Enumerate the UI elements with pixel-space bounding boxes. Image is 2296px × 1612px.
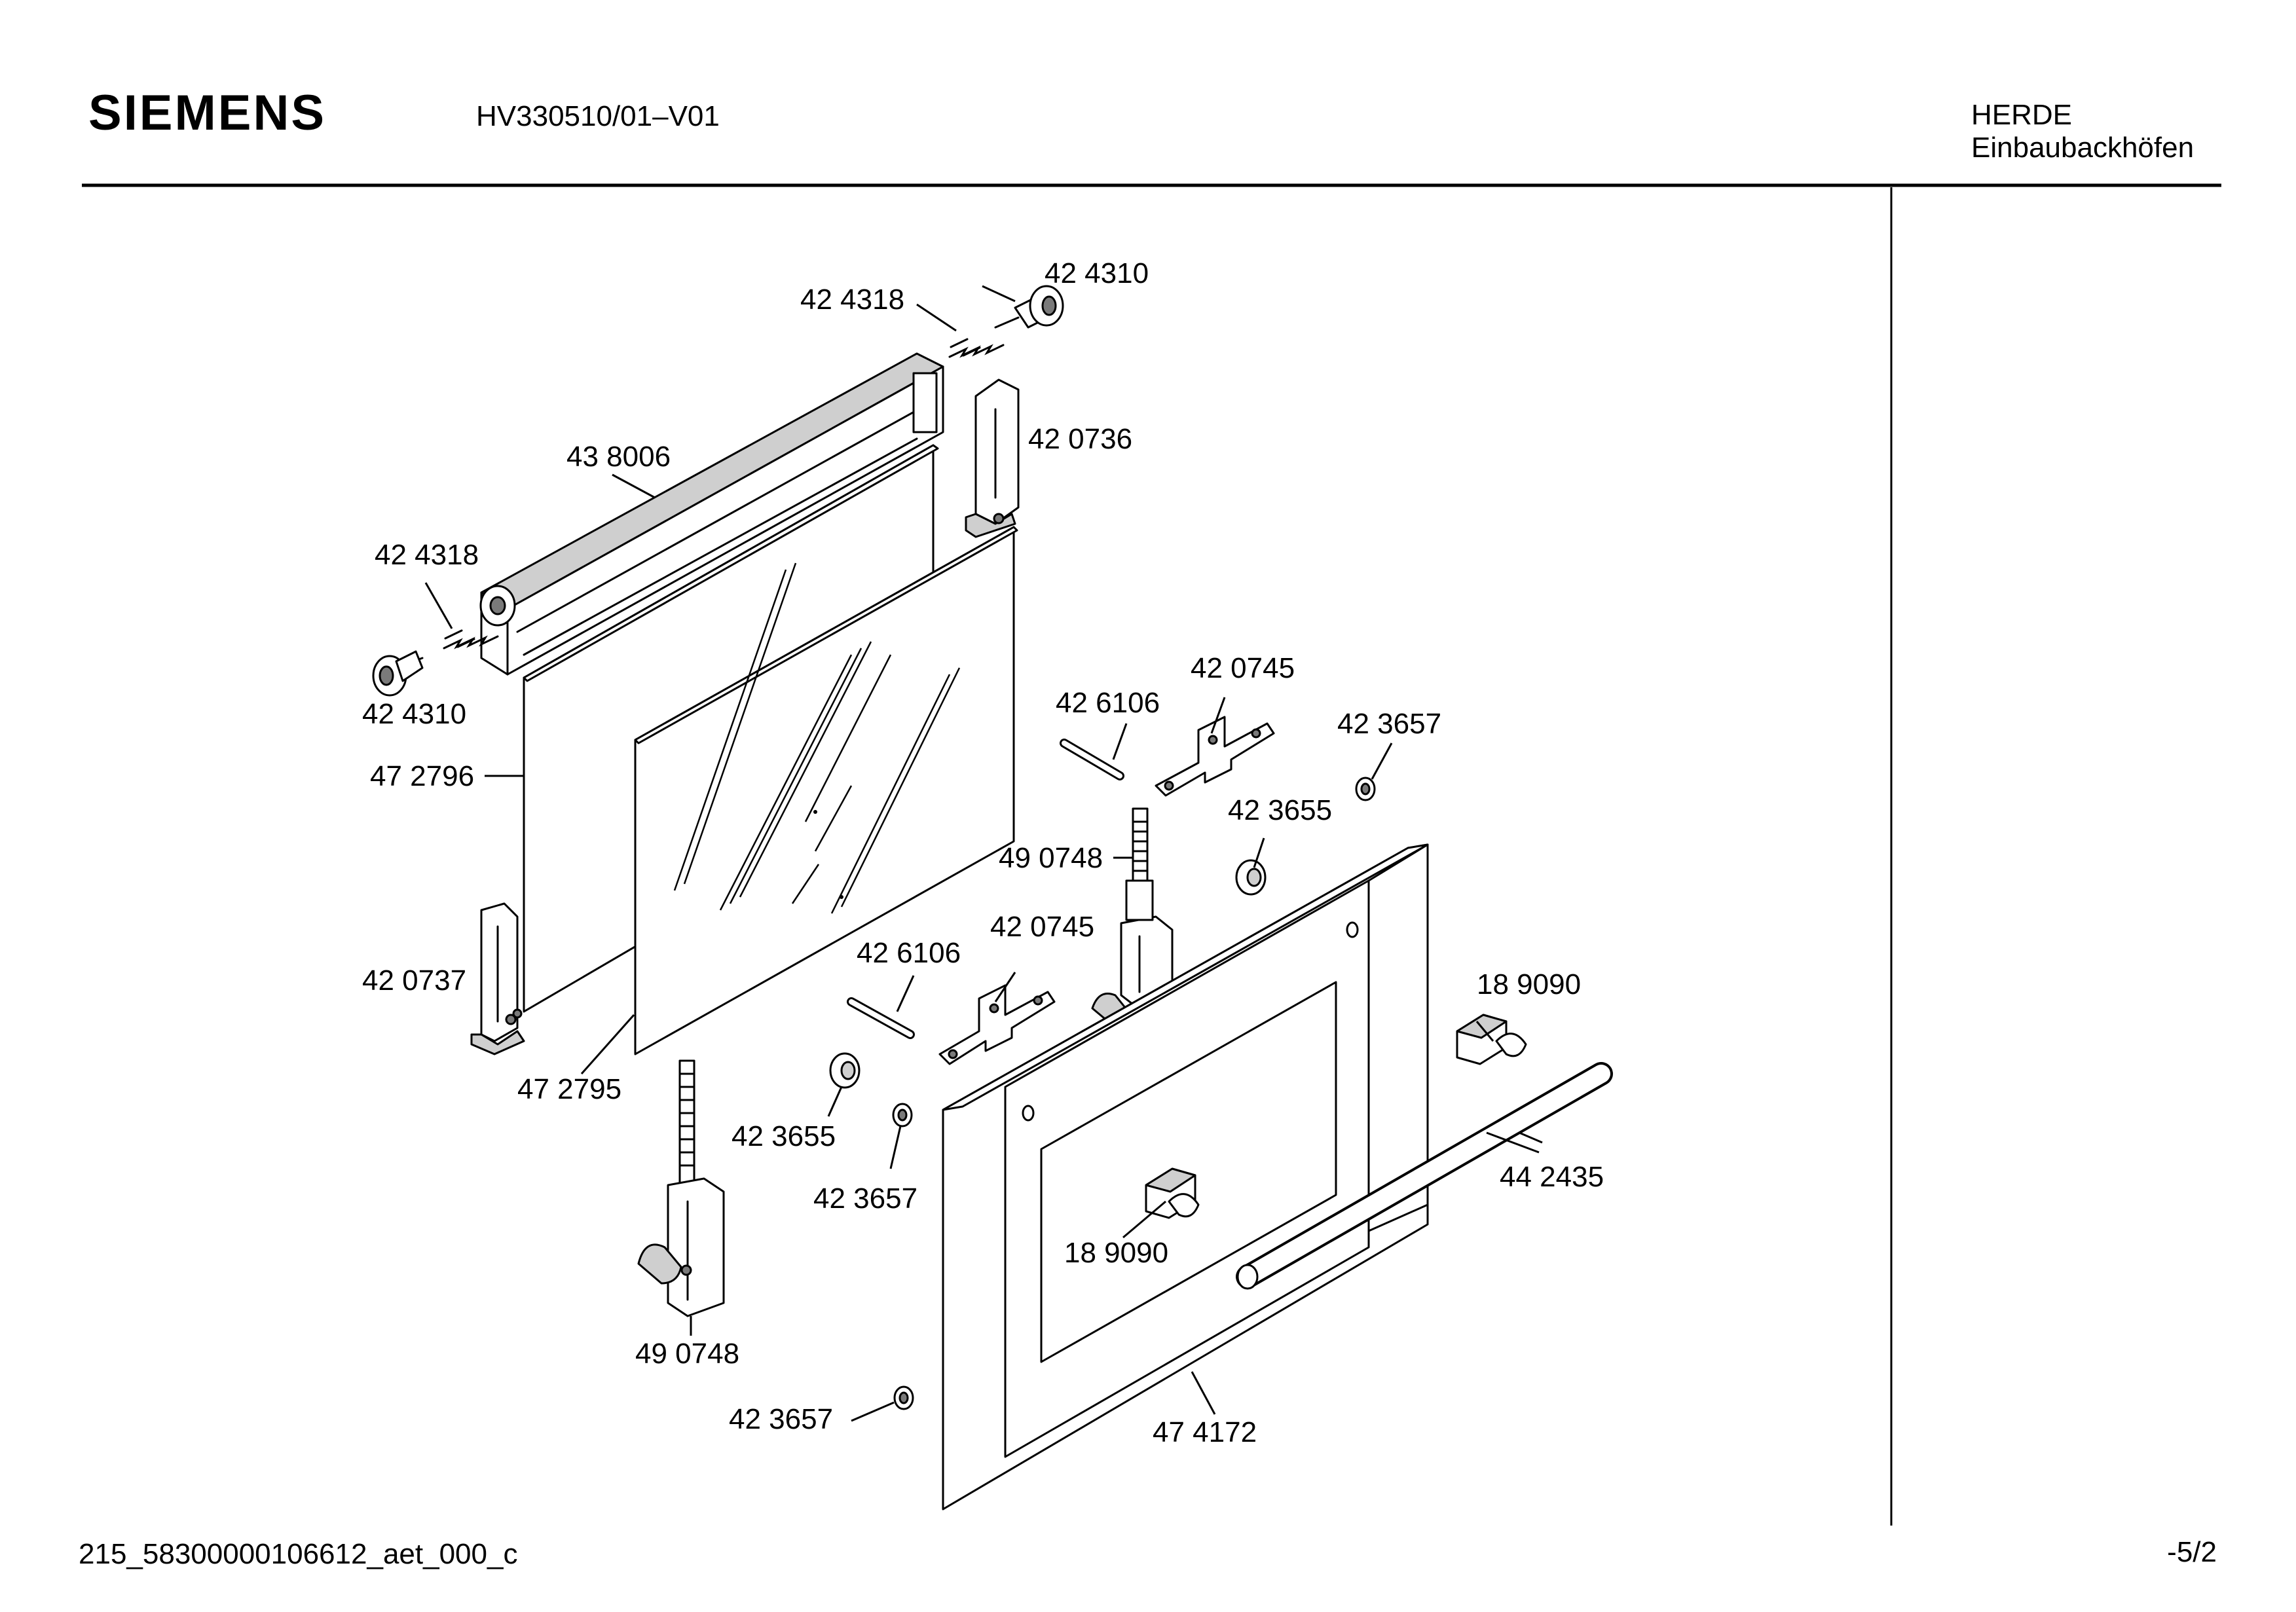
pin-icon: [847, 997, 915, 1039]
callout-label: 42 3655: [1228, 794, 1332, 826]
callout-label: 44 2435: [1500, 1161, 1604, 1193]
callout-label: 18 9090: [1477, 968, 1581, 1000]
washer-icon: [1355, 777, 1376, 801]
bushing-icon: [829, 1052, 861, 1089]
side-bracket-icon: [965, 378, 1020, 538]
handle-mount-icon: [1145, 1167, 1200, 1219]
pin-icon: [1060, 739, 1124, 780]
callout-label: 42 6106: [857, 937, 961, 969]
callout-label: 42 0745: [1191, 652, 1295, 684]
knob-screw-icon: [372, 650, 424, 697]
subcategory-title: Einbaubackhöfen: [1971, 132, 2194, 164]
callout-label: 47 2795: [517, 1073, 621, 1105]
callout-label: 42 4318: [800, 284, 904, 316]
callout-label: 42 0737: [362, 964, 466, 997]
leader-lines: [424, 285, 1543, 1422]
washer-icon: [892, 1103, 913, 1127]
callout-label: 42 3655: [731, 1120, 836, 1152]
spring-icon: [948, 338, 1005, 358]
callout-label: 49 0748: [999, 842, 1103, 874]
callout-label: 42 0736: [1028, 423, 1132, 455]
side-bracket-icon: [470, 902, 525, 1055]
document-id: 215_58300000106612_aet_000_c: [79, 1538, 517, 1570]
callout-label: 49 0748: [635, 1338, 739, 1370]
callout-label: 42 4310: [1045, 257, 1149, 289]
spring-icon: [443, 629, 499, 650]
washer-icon: [893, 1385, 914, 1410]
callout-label: 43 8006: [566, 441, 671, 473]
middle-glass-panel-icon: [634, 526, 1018, 1055]
callout-label: 42 4318: [375, 539, 479, 571]
model-number: HV330510/01–V01: [476, 100, 720, 132]
bushing-icon: [1235, 859, 1267, 896]
callout-labels: 42 4310 42 4318 42 0736 43 8006 42 4318 …: [362, 257, 1604, 1448]
category-title: HERDE: [1971, 99, 2072, 131]
hinge-icon: [637, 1059, 725, 1317]
callout-label: 42 3657: [729, 1403, 833, 1435]
callout-label: 42 6106: [1056, 687, 1160, 719]
callout-label: 47 2796: [370, 760, 474, 792]
knob-screw-icon: [994, 285, 1064, 329]
top-trim-bar-icon: [479, 352, 944, 676]
hinge-plate-icon: [1155, 716, 1275, 797]
hinge-plate-icon: [938, 984, 1056, 1065]
callout-label: 42 3657: [813, 1182, 917, 1215]
brand-logo: SIEMENS: [88, 85, 326, 141]
callout-label: 42 4310: [362, 698, 466, 730]
callout-label: 42 3657: [1337, 708, 1441, 740]
callout-label: 47 4172: [1153, 1416, 1257, 1448]
callout-label: 42 0745: [990, 911, 1094, 943]
callout-label: 18 9090: [1064, 1237, 1168, 1269]
page-number: -5/2: [2167, 1536, 2217, 1568]
door-handle-icon: [1236, 1062, 1613, 1290]
